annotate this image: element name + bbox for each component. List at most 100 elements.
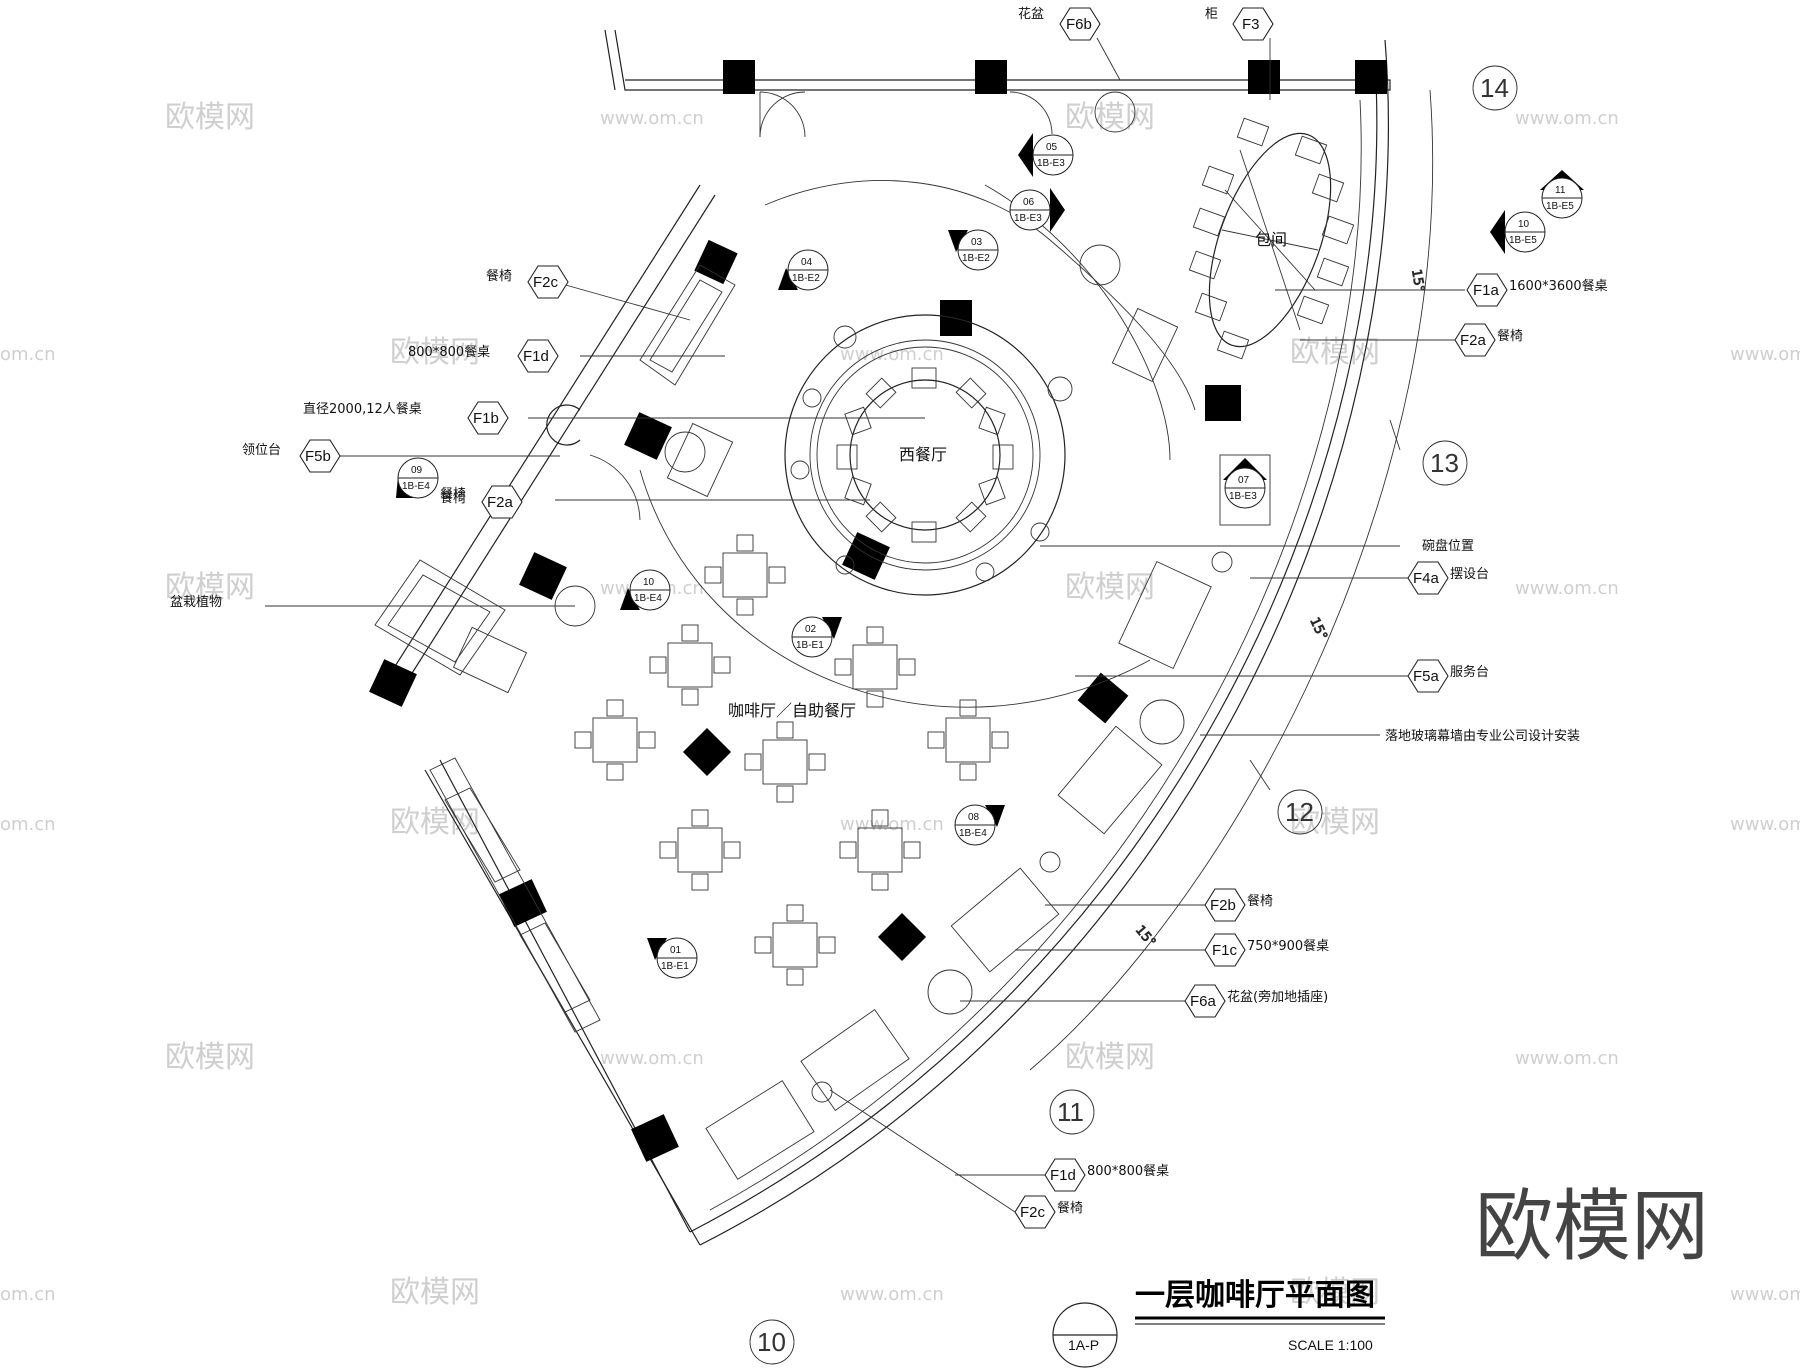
svg-text:摆设台: 摆设台 [1450, 567, 1489, 582]
note-dish-position: 碗盘位置 [1422, 538, 1474, 554]
tag-f2b: F2b 餐椅 [1204, 888, 1273, 922]
svg-text:05: 05 [1046, 142, 1058, 153]
tag-f1a: F1a 1600*3600餐桌 [1466, 273, 1608, 307]
cafe-boundary-arc [639, 469, 1151, 708]
drawing-scale: SCALE 1:100 [1288, 1337, 1373, 1353]
elevation-marker: 11 1B-E5 [1540, 170, 1584, 219]
svg-text:1B-E4: 1B-E4 [634, 593, 662, 604]
building-outline [379, 29, 1391, 1246]
tag-f4a: F4a 摆设台 [1407, 561, 1489, 595]
watermark-url: www.om.cn [1515, 108, 1619, 129]
svg-text:04: 04 [801, 257, 813, 268]
svg-text:1B-E4: 1B-E4 [402, 481, 430, 492]
watermark-logo: 欧模网 [1065, 100, 1155, 135]
svg-text:直径2000,12人餐桌: 直径2000,12人餐桌 [303, 401, 422, 417]
leader-lines [265, 37, 1465, 1213]
watermark-logo: 欧模网 [390, 335, 480, 370]
svg-text:F5a: F5a [1413, 668, 1440, 685]
column [1248, 60, 1280, 94]
svg-text:09: 09 [411, 465, 423, 476]
svg-text:1B-E3: 1B-E3 [1037, 158, 1065, 169]
svg-text:F4a: F4a [1413, 570, 1440, 587]
potted-plants [554, 91, 1233, 1103]
watermark-url: om.cn [0, 1284, 56, 1305]
cafe-tables [452, 307, 1271, 1180]
svg-text:03: 03 [971, 237, 983, 248]
round-table-chairs [836, 367, 1014, 543]
svg-text:12: 12 [1285, 797, 1314, 827]
grid-marker-13: 13 [1422, 440, 1468, 486]
tag-f2c-top: F2c 餐椅 [486, 265, 569, 299]
watermark-logo: 欧模网 [390, 1275, 480, 1310]
svg-text:10: 10 [757, 1327, 786, 1357]
watermark-url: www.om.cn [600, 108, 704, 129]
svg-text:花盆(旁加地插座): 花盆(旁加地插座) [1227, 989, 1328, 1005]
title-block: 1A-P 一层咖啡厅平面图 SCALE 1:100 [1052, 1278, 1385, 1368]
svg-text:1B-E2: 1B-E2 [792, 273, 820, 284]
svg-text:10: 10 [1518, 219, 1530, 230]
svg-text:F1c: F1c [1212, 942, 1238, 959]
reception-desk [546, 404, 581, 446]
grid-marker-11: 11 [1049, 1089, 1095, 1135]
tag-f5a: F5a 服务台 [1407, 659, 1489, 693]
svg-text:F5b: F5b [305, 448, 331, 465]
svg-text:F1d: F1d [523, 348, 549, 365]
elevation-marker: 03 1B-E2 [948, 229, 999, 271]
note-glass-curtain: 落地玻璃幕墙由专业公司设计安装 [1385, 729, 1580, 744]
watermark-url: www.om.cn [840, 344, 944, 365]
potted-plant [811, 1081, 833, 1103]
svg-text:花盆: 花盆 [1018, 6, 1044, 22]
svg-text:1B-E3: 1B-E3 [1014, 213, 1042, 224]
brand-logo: 欧模网 [1475, 1182, 1709, 1272]
watermark-url: www.om.cn [1515, 578, 1619, 599]
private-room-chairs [1188, 117, 1355, 360]
svg-text:07: 07 [1238, 475, 1250, 486]
svg-text:1B-E5: 1B-E5 [1546, 201, 1574, 212]
svg-text:800*800餐桌: 800*800餐桌 [408, 344, 490, 360]
svg-text:F3: F3 [1242, 16, 1260, 33]
watermark-url: www.om.cn [840, 814, 944, 835]
watermark-url: www.om.cn [1515, 1048, 1619, 1069]
watermark-logo: 欧模网 [1290, 805, 1380, 840]
watermark-logo: 欧模网 [165, 570, 255, 605]
tag-f2a-left: F2a 餐椅 [440, 485, 523, 519]
column [519, 552, 567, 600]
grid-marker-14: 14 [1472, 65, 1518, 111]
svg-text:餐椅: 餐椅 [1057, 1200, 1083, 1216]
elevation-marker: 04 1B-E2 [778, 249, 829, 291]
tag-f1d-bottom: F1d 800*800餐桌 [1044, 1158, 1169, 1192]
svg-text:F1b: F1b [473, 410, 499, 427]
left-booths [429, 757, 601, 1033]
svg-text:餐椅: 餐椅 [1497, 328, 1523, 344]
potted-plant [664, 431, 706, 473]
watermark-url: www.om.cn [1730, 814, 1800, 835]
room-label-western: 西餐厅 [899, 445, 947, 464]
svg-text:餐椅: 餐椅 [440, 486, 466, 502]
svg-text:服务台: 服务台 [1450, 664, 1489, 680]
doors [589, 91, 1053, 521]
angle-label: 15° [1408, 268, 1427, 293]
title-ref-code: 1A-P [1068, 1337, 1099, 1353]
column [842, 532, 890, 580]
watermark-url: www.om.cn [600, 1048, 704, 1069]
svg-text:领位台: 领位台 [242, 443, 281, 458]
elevation-marker: 07 1B-E3 [1223, 458, 1267, 509]
watermark-url: www.om.cn [1730, 344, 1800, 365]
svg-text:1B-E2: 1B-E2 [962, 253, 990, 264]
grid-marker-10: 10 [749, 1319, 795, 1365]
svg-text:F2c: F2c [533, 274, 559, 291]
svg-text:1B-E3: 1B-E3 [1229, 491, 1257, 502]
watermark-logo: 欧模网 [1065, 1040, 1155, 1075]
svg-text:餐椅: 餐椅 [1247, 893, 1273, 909]
svg-text:750*900餐桌: 750*900餐桌 [1247, 938, 1329, 954]
note-chair: 餐椅 [440, 490, 466, 506]
svg-text:F2a: F2a [1460, 332, 1487, 349]
svg-text:11: 11 [1555, 185, 1566, 196]
watermark-url: om.cn [0, 814, 56, 835]
planter-boxes [374, 264, 736, 676]
